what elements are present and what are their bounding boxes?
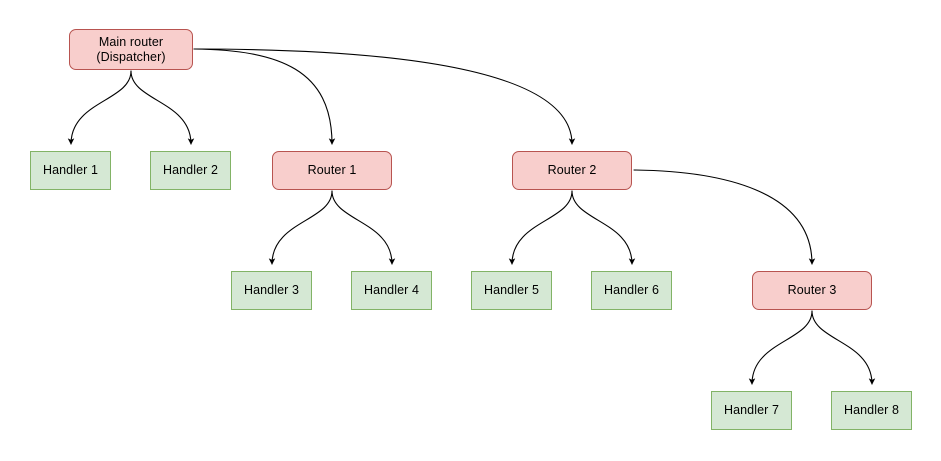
edge-main-to-handler-1: [67, 70, 132, 145]
edge-main-to-handler-2: [130, 70, 195, 145]
node-router-1[interactable]: Router 1: [272, 151, 392, 190]
node-main-router[interactable]: Main router (Dispatcher): [69, 29, 193, 70]
edge-router-1-to-handler-3: [268, 190, 333, 265]
node-router-2[interactable]: Router 2: [512, 151, 632, 190]
edge-main-to-router-2: [193, 48, 576, 145]
node-handler-5[interactable]: Handler 5: [471, 271, 552, 310]
node-handler-7[interactable]: Handler 7: [711, 391, 792, 430]
node-label-handler-7: Handler 7: [723, 403, 780, 417]
edge-router-3-to-handler-8: [811, 310, 876, 385]
edge-router-2-to-router-3: [633, 169, 816, 265]
node-label-router-2: Router 2: [547, 163, 597, 177]
node-handler-1[interactable]: Handler 1: [30, 151, 111, 190]
edge-main-to-router-1: [193, 48, 336, 145]
node-label-handler-6: Handler 6: [603, 283, 660, 297]
node-handler-2[interactable]: Handler 2: [150, 151, 231, 190]
edge-router-2-to-handler-6: [571, 190, 636, 265]
node-label-handler-3: Handler 3: [243, 283, 300, 297]
node-label-handler-1: Handler 1: [42, 163, 99, 177]
node-handler-8[interactable]: Handler 8: [831, 391, 912, 430]
node-label-handler-2: Handler 2: [162, 163, 219, 177]
node-label-handler-8: Handler 8: [843, 403, 900, 417]
node-label-handler-4: Handler 4: [363, 283, 420, 297]
node-handler-3[interactable]: Handler 3: [231, 271, 312, 310]
node-label-handler-5: Handler 5: [483, 283, 540, 297]
node-label-main-router: Main router (Dispatcher): [96, 34, 166, 64]
node-handler-6[interactable]: Handler 6: [591, 271, 672, 310]
edge-router-1-to-handler-4: [331, 190, 396, 265]
edge-router-3-to-handler-7: [748, 310, 813, 385]
node-handler-4[interactable]: Handler 4: [351, 271, 432, 310]
node-label-router-3: Router 3: [787, 283, 837, 297]
node-router-3[interactable]: Router 3: [752, 271, 872, 310]
node-label-router-1: Router 1: [307, 163, 357, 177]
edge-router-2-to-handler-5: [508, 190, 573, 265]
